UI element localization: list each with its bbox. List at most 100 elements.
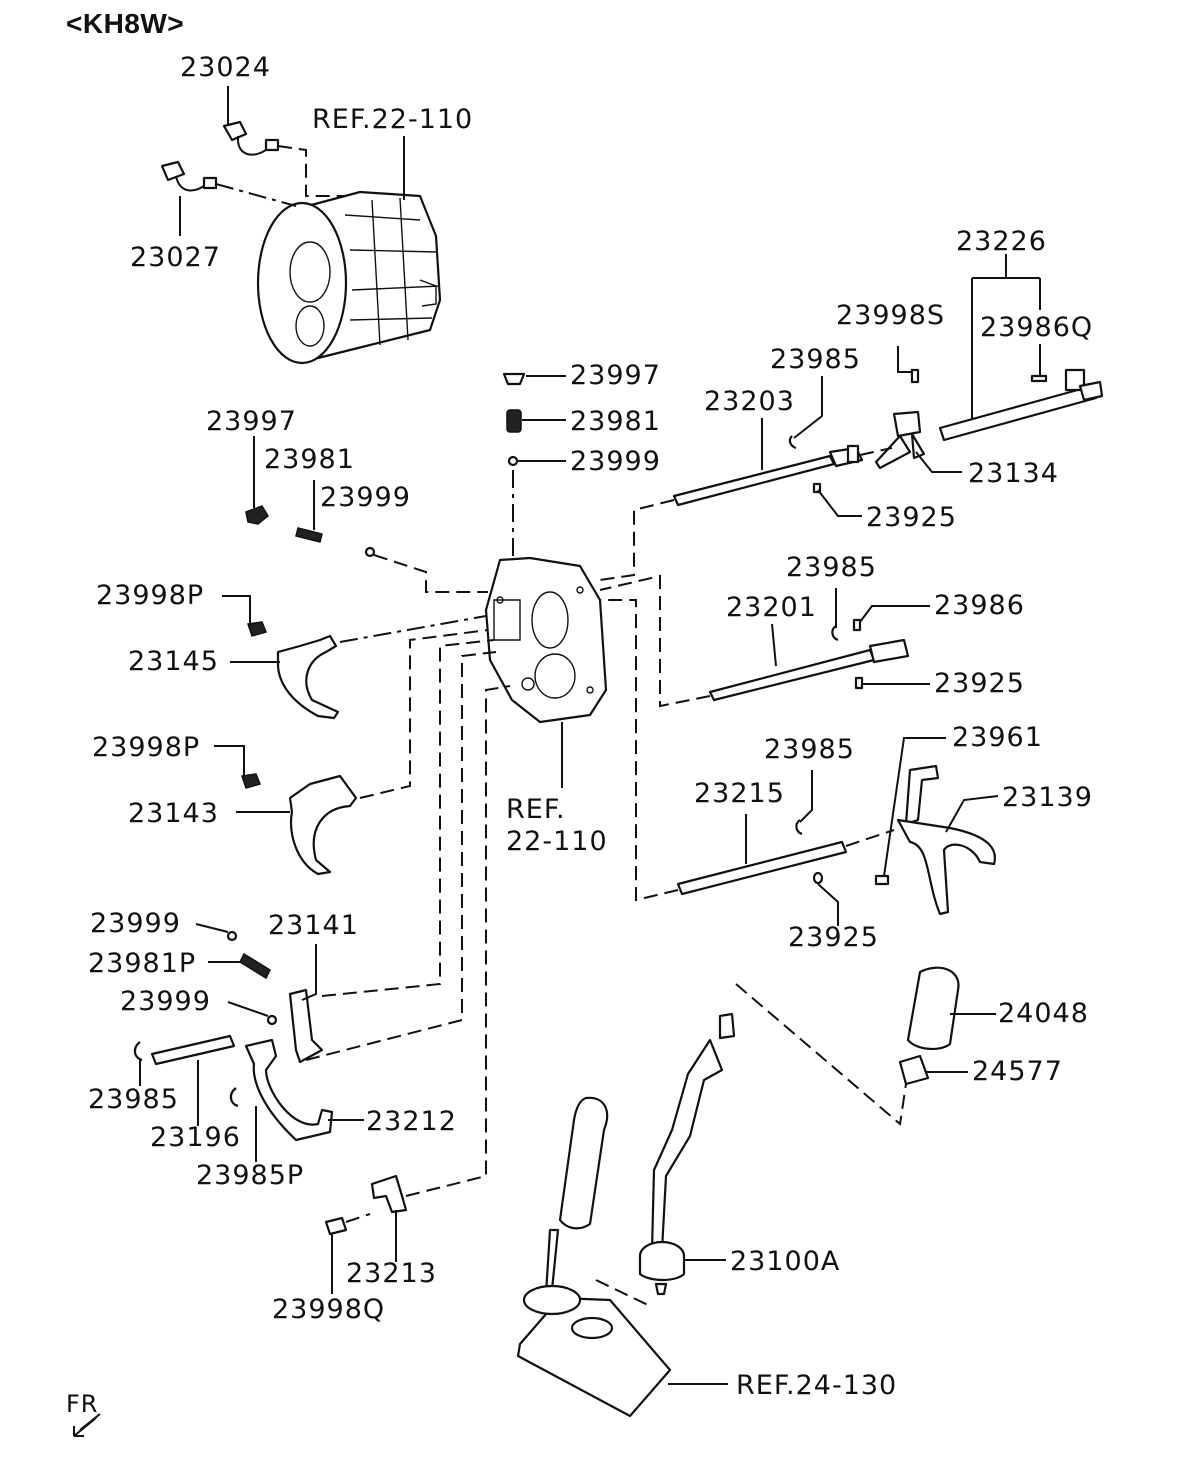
pin-23925-lower[interactable] — [812, 871, 824, 885]
leader-23213-housing — [405, 685, 511, 1197]
label-23925-a: 23925 — [866, 502, 957, 533]
transmission-case[interactable] — [256, 190, 442, 365]
pin-23986[interactable] — [852, 618, 862, 632]
clip-23985-lower[interactable] — [795, 819, 803, 836]
label-23998Q: 23998Q — [272, 1294, 385, 1325]
label-fr: FR — [66, 1390, 98, 1418]
clip-23985-middle[interactable] — [831, 625, 839, 642]
shift-rail-23201[interactable] — [708, 638, 910, 702]
leader-23201-housing — [599, 574, 711, 708]
label-23196: 23196 — [150, 1122, 241, 1153]
label-23999-d: 23999 — [120, 986, 211, 1017]
shift-shaft-23226[interactable] — [938, 368, 1104, 442]
label-ref-top: REF.22-110 — [312, 104, 473, 135]
plug-23997-top[interactable] — [502, 372, 526, 386]
label-23141: 23141 — [268, 910, 359, 941]
label-23981-top: 23981 — [570, 406, 661, 437]
shift-rail-housing[interactable] — [484, 556, 608, 724]
leader-23998Q-lug — [345, 1213, 371, 1223]
shift-lug-23141[interactable] — [288, 988, 324, 1064]
shift-lever-23100A[interactable] — [638, 1012, 736, 1296]
bolt-23998P-lower[interactable] — [241, 773, 262, 789]
label-24048: 24048 — [998, 998, 1089, 1029]
shift-rail-23215[interactable] — [676, 840, 848, 896]
shift-rail-23196[interactable] — [150, 1034, 236, 1066]
label-23226: 23226 — [956, 226, 1047, 257]
label-23143: 23143 — [128, 798, 219, 829]
pin-23961[interactable] — [874, 874, 890, 886]
leader-23203-housing — [599, 499, 675, 581]
label-ref-mid-2: 22-110 — [506, 826, 608, 857]
label-23145: 23145 — [128, 646, 219, 677]
label-23134: 23134 — [968, 458, 1059, 489]
label-23100A: 23100A — [730, 1246, 840, 1277]
label-23986: 23986 — [934, 590, 1025, 621]
shift-rail-23203[interactable] — [672, 444, 864, 507]
label-23981P: 23981P — [88, 948, 196, 979]
label-23985-d: 23985 — [88, 1084, 179, 1115]
knob-adapter-24577[interactable] — [898, 1054, 930, 1086]
label-23999-top: 23999 — [570, 446, 661, 477]
shift-fork-23143[interactable] — [288, 774, 358, 876]
leader-23212-housing — [305, 651, 497, 1061]
label-23203: 23203 — [704, 386, 795, 417]
shift-lug-23213[interactable] — [370, 1174, 408, 1214]
label-23925-b: 23925 — [934, 668, 1025, 699]
leader-23027-case — [215, 183, 297, 207]
bolt-23998P-upper[interactable] — [247, 621, 268, 637]
shift-knob-24048[interactable] — [906, 966, 960, 1050]
leader-left-detent — [373, 554, 488, 593]
label-23215: 23215 — [694, 778, 785, 809]
leader-23143-housing — [359, 629, 489, 799]
clip-23985P[interactable] — [229, 1087, 239, 1108]
shift-fork-23145[interactable] — [276, 634, 340, 720]
label-23212: 23212 — [366, 1106, 457, 1137]
bolt-23998S[interactable] — [910, 368, 920, 384]
clip-23985-rail-23196[interactable] — [133, 1041, 143, 1062]
label-23024: 23024 — [180, 52, 271, 83]
leader-rail-lug — [859, 447, 893, 456]
label-23999-left: 23999 — [320, 482, 411, 513]
label-23998P-b: 23998P — [92, 732, 200, 763]
part-labels: 23024 REF.22-110 23027 23226 23998S 2398… — [66, 52, 1093, 1418]
label-23981-left: 23981 — [264, 444, 355, 475]
leader-23215-housing — [600, 599, 679, 902]
label-23985-a: 23985 — [770, 344, 861, 375]
label-ref-mid-1: REF. — [506, 794, 566, 825]
pin-23925-upper[interactable] — [812, 482, 822, 494]
leader-23215-fork — [845, 829, 895, 847]
spring-23981-left[interactable] — [295, 527, 323, 543]
label-23999-c: 23999 — [90, 908, 181, 939]
sensor-23024[interactable] — [222, 120, 280, 156]
shift-fork-23212[interactable] — [244, 1038, 334, 1142]
ball-23999-left[interactable] — [364, 546, 376, 558]
label-23985-c: 23985 — [764, 734, 855, 765]
leader-23141-housing — [321, 639, 495, 997]
plug-23997-left[interactable] — [245, 505, 269, 525]
shift-fork-23139[interactable] — [896, 764, 996, 916]
label-23986Q: 23986Q — [980, 312, 1093, 343]
pin-23925-middle[interactable] — [854, 676, 864, 690]
ball-23999-lower[interactable] — [266, 1014, 278, 1026]
label-23997-top: 23997 — [570, 360, 661, 391]
label-23998P-a: 23998P — [96, 580, 204, 611]
ball-23999-upper[interactable] — [226, 930, 238, 942]
sensor-23027[interactable] — [160, 160, 218, 192]
label-23201: 23201 — [726, 592, 817, 623]
label-23985-b: 23985 — [786, 552, 877, 583]
label-23998S: 23998S — [836, 300, 945, 331]
front-direction-arrow-icon — [73, 1413, 101, 1437]
bolt-23998Q[interactable] — [324, 1216, 348, 1236]
label-23213: 23213 — [346, 1258, 437, 1289]
floor-console-ref-24-130[interactable] — [516, 1096, 672, 1418]
leader-23024-case — [277, 145, 346, 197]
shift-lug-23134[interactable] — [874, 410, 926, 470]
clip-23985-upper[interactable] — [788, 435, 797, 450]
diagram-model-code: <KH8W> — [66, 8, 185, 39]
spring-23981-top[interactable] — [506, 409, 522, 433]
ball-23999-top[interactable] — [507, 455, 519, 467]
label-23027: 23027 — [130, 242, 221, 273]
leader-23145-housing — [339, 615, 487, 643]
spring-23981P[interactable] — [239, 952, 271, 980]
